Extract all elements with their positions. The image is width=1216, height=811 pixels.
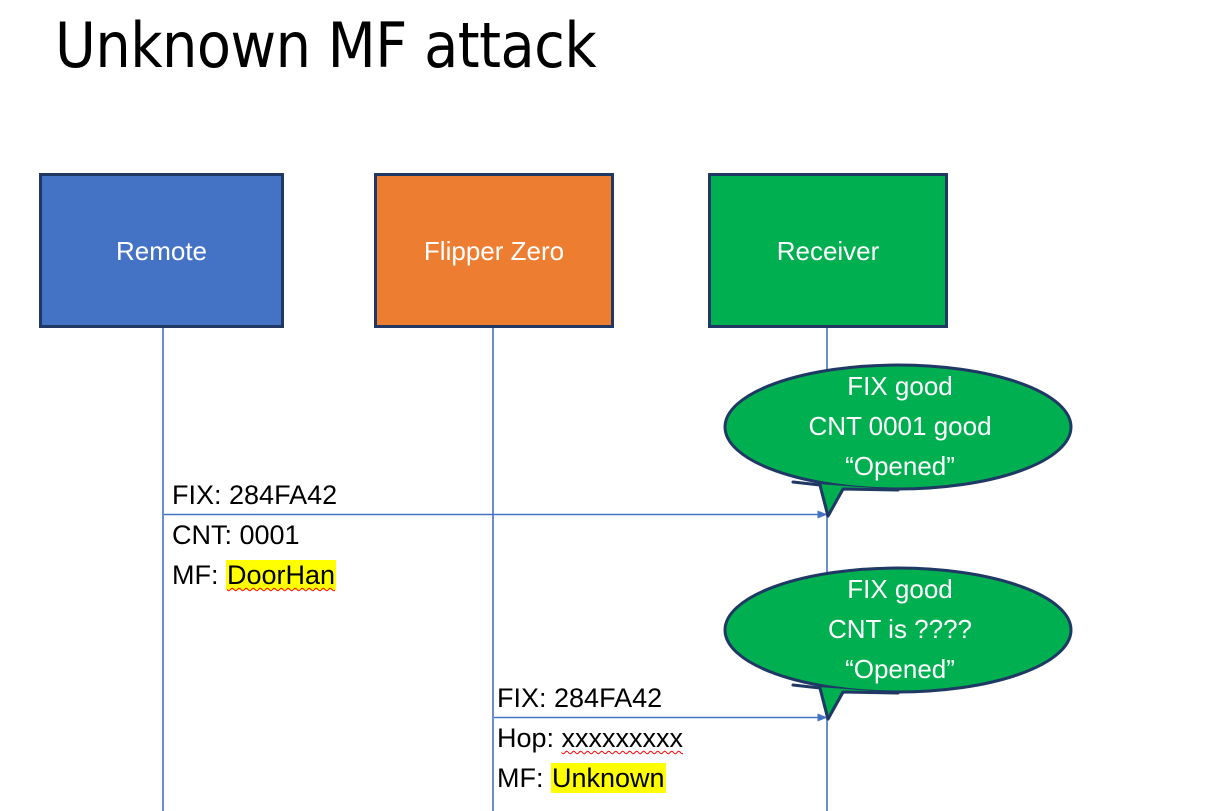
callout-text-first: FIX good CNT 0001 good “Opened”	[728, 366, 1072, 486]
message-line-fix-2-value: 284FA42	[554, 683, 663, 713]
message-line-mf: MF: DoorHan	[172, 555, 337, 595]
callout-second-line-1: FIX good	[847, 574, 953, 604]
actor-label-flipper-zero: Flipper Zero	[423, 235, 565, 266]
actor-label-remote: Remote	[115, 235, 208, 266]
callout-text-second: FIX good CNT is ???? “Opened”	[728, 569, 1072, 689]
message-line-hop: Hop: xxxxxxxxx	[497, 718, 683, 758]
message-label-remote-to-receiver: FIX: 284FA42 CNT: 0001 MF: DoorHan	[172, 475, 337, 595]
message-line-hop-label: Hop:	[497, 723, 562, 753]
message-line-fix-2-label: FIX:	[497, 683, 555, 713]
callout-bubble-second	[723, 566, 1073, 721]
message-line-fix-value: 284FA42	[229, 480, 338, 510]
message-line-mf-value: DoorHan	[226, 560, 337, 590]
message-line-mf-2-label: MF:	[497, 763, 551, 793]
message-line-cnt-label: CNT:	[172, 520, 240, 550]
actor-box-remote[interactable]: Remote	[39, 173, 284, 328]
actor-box-flipper-zero[interactable]: Flipper Zero	[374, 173, 614, 328]
message-line-mf-2: MF: Unknown	[497, 758, 683, 798]
callout-first-line-1: FIX good	[847, 371, 953, 401]
actor-label-receiver: Receiver	[776, 235, 880, 266]
callout-first-line-3: “Opened”	[845, 451, 955, 481]
callout-first-line-2: CNT 0001 good	[808, 411, 992, 441]
callout-bubble-first	[723, 363, 1073, 518]
callout-second-line-2: CNT is ????	[827, 614, 973, 644]
callout-second-line-3: “Opened”	[845, 654, 955, 684]
message-line-mf-label: MF:	[172, 560, 226, 590]
message-line-fix-2: FIX: 284FA42	[497, 678, 683, 718]
page-title: Unknown MF attack	[55, 9, 597, 82]
message-line-fix-label: FIX:	[172, 480, 230, 510]
message-line-mf-2-value: Unknown	[551, 763, 666, 793]
message-line-cnt-value: 0001	[239, 520, 300, 550]
message-line-fix: FIX: 284FA42	[172, 475, 337, 515]
actor-box-receiver[interactable]: Receiver	[708, 173, 948, 328]
message-label-flipper-to-receiver: FIX: 284FA42 Hop: xxxxxxxxx MF: Unknown	[497, 678, 683, 798]
message-line-hop-value: xxxxxxxxx	[561, 723, 684, 753]
message-line-cnt: CNT: 0001	[172, 515, 337, 555]
